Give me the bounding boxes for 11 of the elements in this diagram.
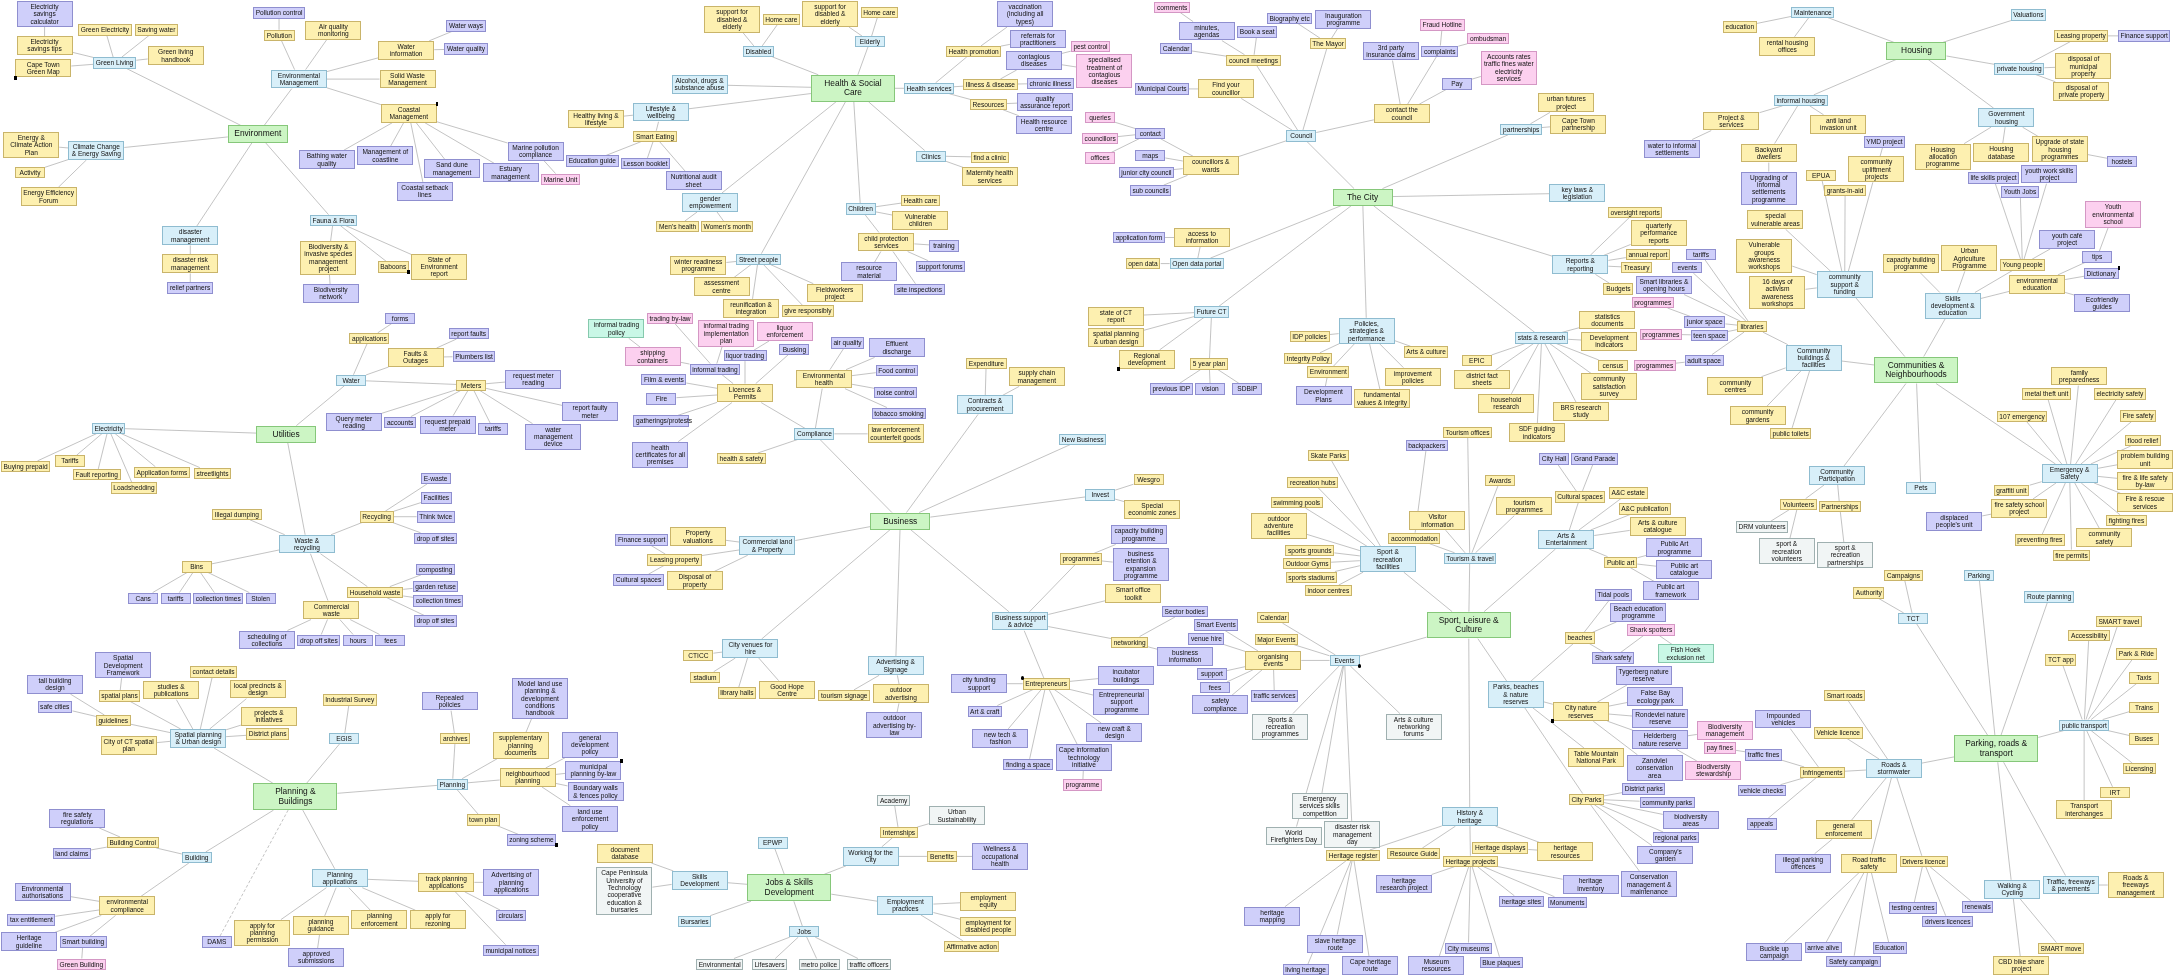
central-topic-box: Environment	[227, 125, 288, 143]
central-topic-box: Parking, roads & transport	[1954, 735, 2039, 763]
central-topic-box: Utilities	[256, 425, 317, 443]
central-topic-box: Jobs & Skills Development	[747, 874, 832, 902]
central-topic-box: Health & Social Care	[810, 74, 895, 102]
central-topic-box: Sport, Leisure & Culture	[1426, 611, 1511, 639]
central-topic-box: The City	[1332, 188, 1393, 206]
central-topic-box: Communities & Neighbourhoods	[1874, 356, 1959, 384]
central-topic-box: Planning & Buildings	[253, 783, 338, 810]
central-topic-box: Housing	[1886, 42, 1947, 60]
central-topic-box: Business	[870, 512, 931, 530]
